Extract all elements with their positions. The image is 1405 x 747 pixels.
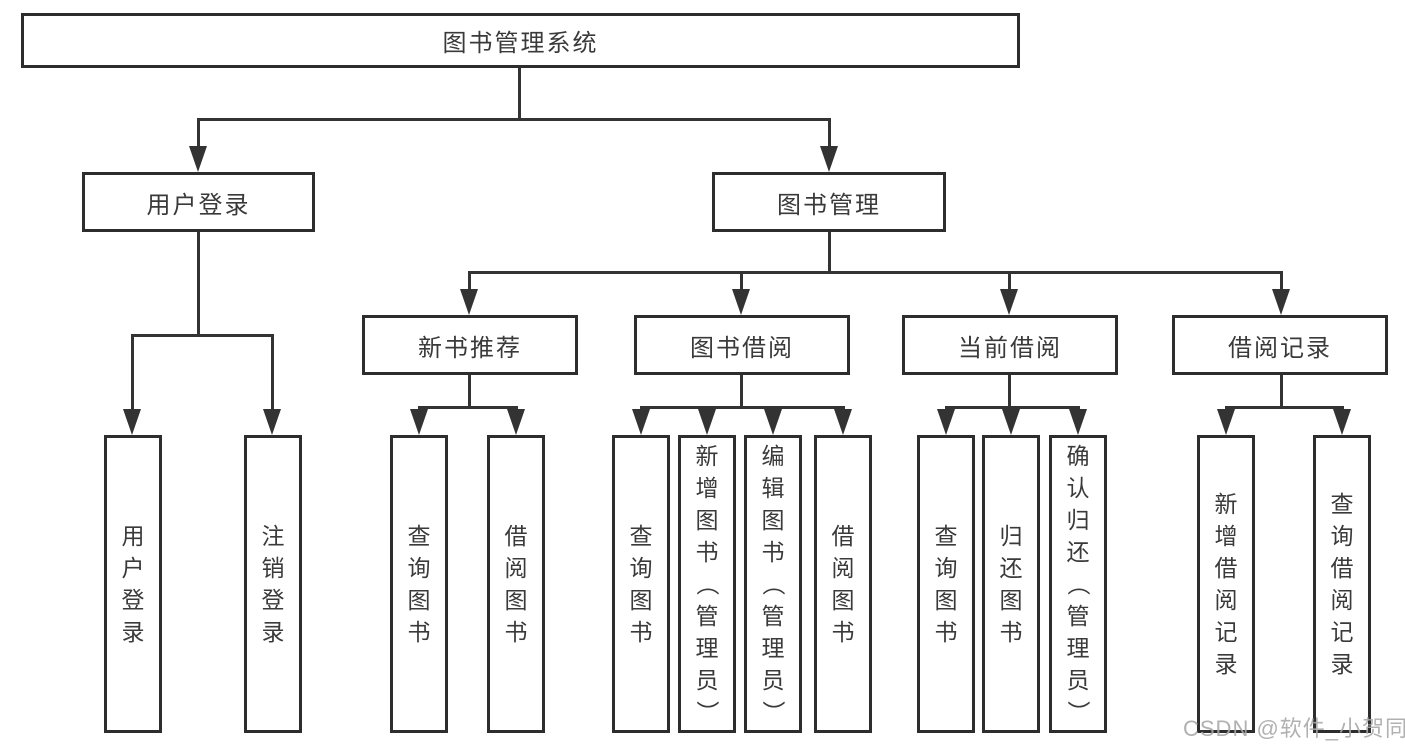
node-book-mgmt: 图书管理 bbox=[712, 172, 946, 232]
arrowhead-cb-return bbox=[1002, 409, 1020, 435]
node-current-borrow: 当前借阅 bbox=[902, 315, 1118, 375]
leaf-nbr-borrow-books-label: 借阅图书 bbox=[504, 523, 528, 645]
leaf-cb-query-books: 查询图书 bbox=[917, 435, 975, 733]
arrowhead-nbr bbox=[460, 289, 478, 315]
leaf-user-login: 用户登录 bbox=[104, 435, 162, 733]
connector-br-stub bbox=[1280, 375, 1283, 409]
node-new-book-rec: 新书推荐 bbox=[362, 315, 578, 375]
connector-level3-rail bbox=[468, 271, 1283, 274]
leaf-bb-borrow-books: 借阅图书 bbox=[814, 435, 872, 733]
leaf-bb-add-books-admin-label: 新增图书（管理员） bbox=[694, 443, 720, 724]
node-user-login-label: 用户登录 bbox=[146, 191, 251, 219]
connector-br-rail bbox=[1225, 406, 1344, 409]
leaf-br-add-record-label: 新增借阅记录 bbox=[1214, 491, 1238, 677]
leaf-cb-confirm-return-admin: 确认归还（管理员） bbox=[1049, 435, 1107, 733]
leaf-br-add-record: 新增借阅记录 bbox=[1197, 435, 1255, 733]
connector-ul-rail bbox=[131, 334, 274, 337]
connector-bb-stub bbox=[740, 375, 743, 409]
arrowhead-bb-edit bbox=[764, 409, 782, 435]
node-borrow-records-label: 借阅记录 bbox=[1228, 334, 1332, 362]
leaf-cb-return-books: 归还图书 bbox=[982, 435, 1040, 733]
connector-nbr-drop bbox=[468, 271, 471, 291]
leaf-logout: 注销登录 bbox=[244, 435, 302, 733]
leaf-bb-borrow-books-label: 借阅图书 bbox=[831, 523, 855, 645]
arrowhead-cb bbox=[1000, 289, 1018, 315]
connector-cb-rail bbox=[945, 406, 1080, 409]
leaf-cb-confirm-return-admin-label: 确认归还（管理员） bbox=[1065, 443, 1091, 724]
leaf-bb-add-books-admin: 新增图书（管理员） bbox=[678, 435, 736, 733]
connector-cb-stub bbox=[1008, 375, 1011, 409]
connector-bb-rail bbox=[640, 406, 845, 409]
connector-cb-drop bbox=[1008, 271, 1011, 291]
arrowhead-ul-logout bbox=[263, 409, 281, 435]
arrowhead-nbr-query bbox=[410, 409, 428, 435]
arrowhead-br-query bbox=[1333, 409, 1351, 435]
arrowhead-ul-login bbox=[123, 409, 141, 435]
connector-bm-stub bbox=[828, 232, 831, 274]
node-root-label: 图书管理系统 bbox=[442, 30, 599, 57]
arrowhead-bookmgmt bbox=[820, 146, 838, 172]
arrowhead-userlogin bbox=[189, 146, 207, 172]
leaf-nbr-query-books-label: 查询图书 bbox=[407, 523, 431, 645]
arrowhead-bb-borrow bbox=[834, 409, 852, 435]
connector-ul-stub bbox=[197, 232, 200, 337]
node-new-book-rec-label: 新书推荐 bbox=[418, 334, 522, 362]
connector-nbr-stub bbox=[468, 375, 471, 409]
node-book-mgmt-label: 图书管理 bbox=[777, 191, 881, 219]
arrowhead-br-add bbox=[1217, 409, 1235, 435]
arrowhead-bb-query bbox=[632, 409, 650, 435]
connector-bookmgmt-drop bbox=[828, 118, 831, 150]
node-root: 图书管理系统 bbox=[21, 13, 1020, 68]
node-borrow-records: 借阅记录 bbox=[1172, 315, 1388, 375]
leaf-br-query-record-label: 查询借阅记录 bbox=[1330, 491, 1354, 677]
arrowhead-nbr-borrow bbox=[507, 409, 525, 435]
connector-ul-right-drop bbox=[271, 334, 274, 412]
node-current-borrow-label: 当前借阅 bbox=[958, 334, 1062, 362]
arrowhead-cb-confirm bbox=[1069, 409, 1087, 435]
leaf-cb-return-books-label: 归还图书 bbox=[999, 523, 1023, 645]
connector-ul-left-drop bbox=[131, 334, 134, 412]
node-book-borrow: 图书借阅 bbox=[634, 315, 850, 375]
leaf-nbr-borrow-books: 借阅图书 bbox=[487, 435, 545, 733]
arrowhead-cb-query bbox=[937, 409, 955, 435]
leaf-bb-query-books-label: 查询图书 bbox=[629, 523, 653, 645]
leaf-bb-query-books: 查询图书 bbox=[612, 435, 670, 733]
node-book-borrow-label: 图书借阅 bbox=[690, 334, 794, 362]
connector-br-drop bbox=[1280, 271, 1283, 291]
csdn-watermark: CSDN @软件_小贺同学 bbox=[1183, 716, 1405, 741]
leaf-nbr-query-books: 查询图书 bbox=[390, 435, 448, 733]
arrowhead-bb bbox=[732, 289, 750, 315]
connector-root-drop bbox=[518, 68, 521, 119]
connector-nbr-rail bbox=[418, 406, 518, 409]
leaf-user-login-label: 用户登录 bbox=[121, 523, 145, 645]
connector-level2-rail bbox=[197, 118, 831, 121]
leaf-bb-edit-books-admin: 编辑图书（管理员） bbox=[744, 435, 802, 733]
leaf-bb-edit-books-admin-label: 编辑图书（管理员） bbox=[760, 443, 786, 724]
connector-userlogin-drop bbox=[197, 118, 200, 150]
leaf-cb-query-books-label: 查询图书 bbox=[934, 523, 958, 645]
arrowhead-bb-add bbox=[698, 409, 716, 435]
connector-bb-drop bbox=[740, 271, 743, 291]
leaf-br-query-record: 查询借阅记录 bbox=[1313, 435, 1371, 733]
leaf-logout-label: 注销登录 bbox=[261, 523, 285, 645]
node-user-login: 用户登录 bbox=[82, 172, 315, 232]
arrowhead-br bbox=[1272, 289, 1290, 315]
